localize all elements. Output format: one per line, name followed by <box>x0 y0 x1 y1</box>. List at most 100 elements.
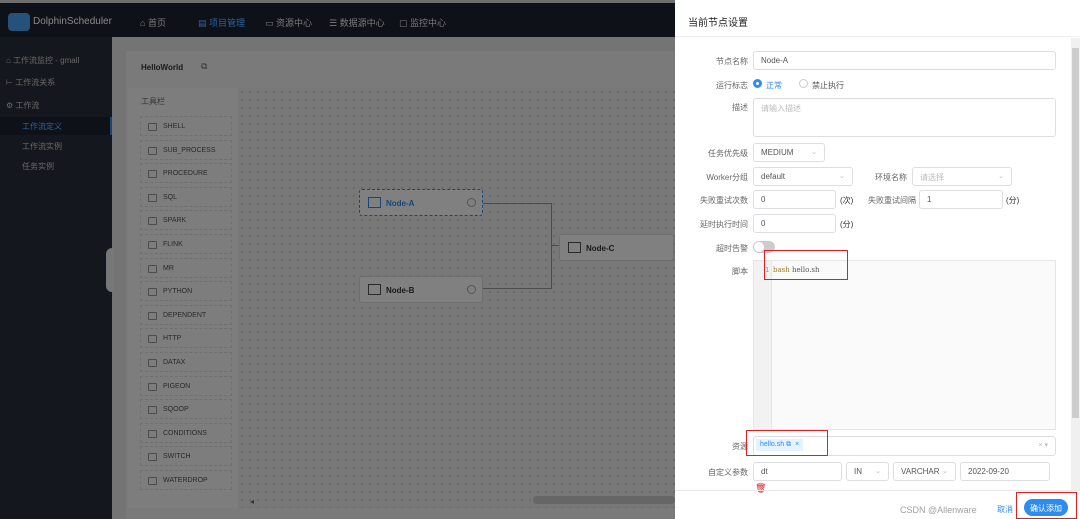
task-type-icon <box>148 429 157 438</box>
tool-conditions[interactable]: CONDITIONS <box>140 422 232 443</box>
script-editor[interactable] <box>753 260 1056 430</box>
task-type-icon <box>148 311 157 320</box>
node-settings-drawer: 当前节点设置 <box>675 0 1080 519</box>
tool-procedure[interactable]: PROCEDURE <box>140 163 232 184</box>
tool-dependent[interactable]: DEPENDENT <box>140 304 232 325</box>
task-type-icon <box>148 382 157 391</box>
retry-interval-input[interactable]: 1 <box>919 190 1003 209</box>
label: 超时告警 <box>716 244 748 253</box>
node-b[interactable]: Node-B <box>359 276 483 303</box>
node-a[interactable]: Node-A <box>359 189 483 216</box>
script-line[interactable]: bash hello.sh <box>773 266 820 274</box>
node-c[interactable]: Node-C <box>559 234 674 261</box>
tool-spark[interactable]: SPARK <box>140 210 232 231</box>
tool-sql[interactable]: SQL <box>140 186 232 207</box>
tool-http[interactable]: HTTP <box>140 328 232 349</box>
unit: (次) <box>840 196 854 205</box>
radio-forbidden-label[interactable]: 禁止执行 <box>812 81 844 90</box>
tool-datax[interactable]: DATAX <box>140 352 232 372</box>
brand: DolphinScheduler <box>33 16 112 27</box>
tool-pigeon[interactable]: PIGEON <box>140 375 232 396</box>
param-type-select[interactable]: VARCHAR⌄ <box>893 462 956 481</box>
drawer-title: 当前节点设置 <box>688 18 748 29</box>
sidebar-sub-task[interactable]: 任务实例 <box>22 162 54 171</box>
label: 自定义参数 <box>708 468 748 477</box>
label: 环境名称 <box>875 173 907 182</box>
radio-normal-label[interactable]: 正常 <box>766 81 782 90</box>
toolbar-panel <box>128 88 238 508</box>
label: 资源 <box>732 442 748 451</box>
label: 任务优先级 <box>708 149 748 158</box>
sidebar-sub-instance[interactable]: 工作流实例 <box>22 142 62 151</box>
sidebar-item-workflow[interactable]: ⚙ 工作流 <box>6 101 40 110</box>
label: 描述 <box>732 103 748 112</box>
resource-tag: hello.sh ⧉ × <box>756 439 804 451</box>
retry-times-input[interactable]: 0 <box>753 190 836 209</box>
h-scrollbar[interactable] <box>533 496 675 504</box>
label: 脚本 <box>732 267 748 276</box>
highlight-box-script <box>764 250 848 280</box>
task-type-icon <box>148 288 157 297</box>
environment-select[interactable]: 请选择⌄ <box>912 167 1012 186</box>
v-scrollbar[interactable] <box>1071 38 1080 490</box>
toolbar-title: 工具栏 <box>141 97 165 106</box>
label: 失败重试间隔 <box>868 196 916 205</box>
node-name-input[interactable]: Node-A <box>753 51 1056 70</box>
unit: (分) <box>840 220 854 229</box>
line-number: 1 <box>765 266 770 274</box>
copy-icon[interactable]: ⧉ <box>201 61 208 71</box>
nav-datasource[interactable]: ☰ 数据源中心 <box>329 18 385 28</box>
nav-project[interactable]: ▤ 项目管理 <box>198 18 246 28</box>
task-type-icon <box>148 477 157 485</box>
task-type-icon <box>148 170 157 179</box>
tool-python[interactable]: PYTHON <box>140 281 232 302</box>
collapse-handle[interactable] <box>106 248 114 292</box>
task-type-icon <box>148 146 157 155</box>
tool-mr[interactable]: MR <box>140 257 232 278</box>
confirm-button[interactable]: 确认添加 <box>1024 499 1068 516</box>
task-type-icon <box>148 193 157 202</box>
task-type-icon <box>148 217 157 226</box>
tool-sqoop[interactable]: SQOOP <box>140 399 232 420</box>
nav-home[interactable]: ⌂ 首页 <box>140 18 166 28</box>
scroll-left-icon[interactable]: ◂ <box>250 497 255 506</box>
sidebar-item-monitor[interactable]: ⌂ 工作流监控 - gmall <box>6 56 80 65</box>
nav-resources[interactable]: ▭ 资源中心 <box>265 18 313 28</box>
resources-select[interactable]: hello.sh ⧉ × × ▾ <box>753 436 1056 456</box>
tool-waterdrop[interactable]: WATERDROP <box>140 470 232 490</box>
divider <box>675 36 1080 37</box>
tool-shell[interactable]: SHELL <box>140 116 232 136</box>
task-type-icon <box>148 406 157 415</box>
delay-time-input[interactable]: 0 <box>753 214 836 233</box>
param-value-input[interactable]: 2022-09-20 <box>960 462 1050 481</box>
sidebar-sub-definition[interactable]: 工作流定义 <box>22 122 62 131</box>
radio-forbidden[interactable] <box>799 79 808 88</box>
priority-select[interactable]: MEDIUM⌄ <box>753 143 825 162</box>
task-type-icon <box>148 359 157 367</box>
task-type-icon <box>148 264 157 273</box>
task-type-icon <box>148 241 157 249</box>
edge <box>483 203 552 289</box>
tool-flink[interactable]: FLINK <box>140 234 232 254</box>
tool-switch[interactable]: SWITCH <box>140 446 232 467</box>
cancel-button[interactable]: 取消 <box>997 505 1013 514</box>
logo <box>8 13 30 31</box>
label: Worker分组 <box>706 173 748 182</box>
highlight-box-confirm <box>1016 492 1077 519</box>
watermark: CSDN @Allenware <box>900 505 977 515</box>
trash-icon[interactable]: 🗑 <box>755 483 767 493</box>
nav-monitor[interactable]: ▢ 监控中心 <box>399 18 447 28</box>
radio-normal[interactable] <box>753 79 762 88</box>
sidebar-item-relation[interactable]: ⊢ 工作流关系 <box>6 78 56 87</box>
highlight-box-resource <box>746 430 828 456</box>
description-textarea[interactable]: 请输入描述 <box>753 98 1056 137</box>
task-type-icon <box>148 453 157 462</box>
worker-group-select[interactable]: default⌄ <box>753 167 853 186</box>
label: 节点名称 <box>716 57 748 66</box>
param-prop-input[interactable]: dt <box>753 462 842 481</box>
task-type-icon <box>148 123 157 131</box>
sidebar-selection <box>0 117 112 135</box>
label: 运行标志 <box>716 81 748 90</box>
tool-sub-process[interactable]: SUB_PROCESS <box>140 139 232 160</box>
param-direct-select[interactable]: IN⌄ <box>846 462 889 481</box>
